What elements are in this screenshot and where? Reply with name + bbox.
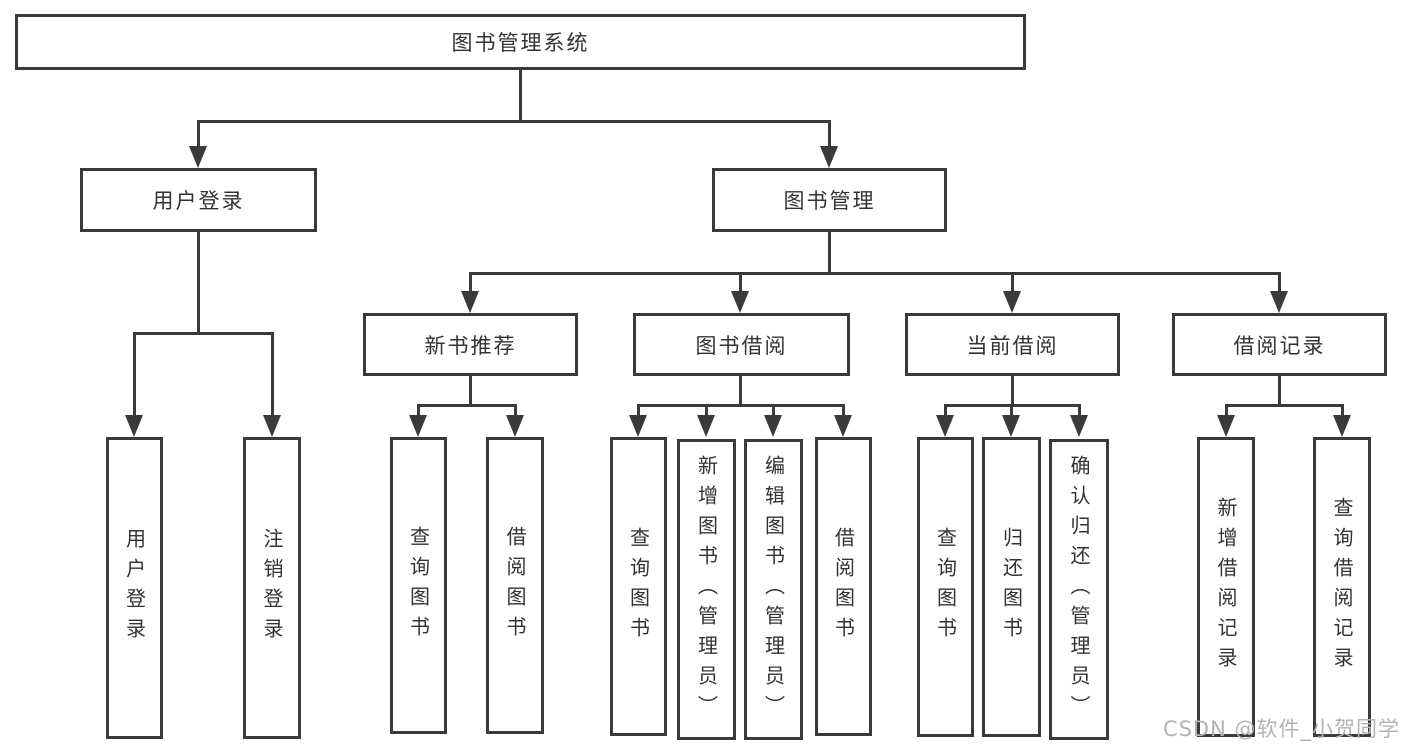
connector-arrow-shaft-br-query	[1341, 407, 1344, 415]
arrow-down-icon	[409, 415, 427, 437]
arrow-down-icon	[461, 291, 479, 313]
connector-current-borrow-stem	[1011, 376, 1014, 407]
node-user-login-label: 用户登录	[152, 189, 245, 213]
connector-arrow-shaft-bb-query	[637, 407, 640, 415]
node-leaf-cb-return-books-label: 归还图书	[999, 527, 1024, 647]
connector-borrow-records-hline	[1225, 404, 1344, 407]
arrow-down-icon	[820, 146, 838, 168]
arrow-down-icon	[834, 415, 852, 437]
node-leaf-cb-confirm-return-admin-label: 确认归还（管理员）	[1067, 454, 1091, 725]
node-leaf-bb-borrow-books-label: 借阅图书	[831, 526, 856, 647]
connector-borrow-records-stem	[1278, 376, 1281, 407]
node-leaf-nb-borrow-books: 借阅图书	[486, 437, 544, 734]
connector-arrow-shaft-cb-return	[1010, 407, 1013, 415]
connector-arrow-shaft-new-books	[469, 275, 472, 291]
node-leaf-logout-label: 注销登录	[260, 528, 284, 648]
connector-arrow-shaft-br-add	[1225, 407, 1228, 415]
node-current-borrow: 当前借阅	[905, 313, 1120, 376]
node-new-books: 新书推荐	[363, 313, 578, 376]
connector-arrow-shaft-bb-borrow	[842, 407, 845, 415]
node-book-mgmt: 图书管理	[712, 168, 947, 232]
arrow-down-icon	[731, 291, 749, 313]
connector-arrow-shaft-nb-query	[417, 407, 420, 415]
arrow-down-icon	[764, 415, 782, 437]
node-root: 图书管理系统	[15, 14, 1026, 70]
connector-new-books-stem	[469, 376, 472, 407]
connector-user-login-hline	[133, 332, 274, 335]
node-leaf-br-query-record: 查询借阅记录	[1313, 437, 1371, 737]
connector-level1-hline	[197, 120, 831, 123]
arrow-down-icon	[1333, 415, 1351, 437]
arrow-down-icon	[263, 415, 281, 437]
connector-arrow-shaft-book-borrow	[739, 275, 742, 291]
connector-arrow-shaft-bb-edit	[772, 407, 775, 415]
node-leaf-bb-query-books-label: 查询图书	[626, 526, 651, 647]
connector-arrow-shaft-current-borrow	[1011, 275, 1014, 291]
connector-arrow-shaft-borrow-records	[1278, 275, 1281, 291]
arrow-down-icon	[1270, 291, 1288, 313]
connector-arrow-shaft-cb-query	[944, 407, 947, 415]
node-leaf-cb-return-books: 归还图书	[982, 437, 1041, 737]
node-leaf-logout: 注销登录	[243, 437, 301, 739]
arrow-down-icon	[697, 415, 715, 437]
node-leaf-nb-query-books-label: 查询图书	[406, 525, 431, 646]
arrow-down-icon	[1002, 415, 1020, 437]
connector-book-borrow-hline	[637, 404, 845, 407]
connector-arrow-shaft-user-login	[197, 123, 200, 146]
connector-book-mgmt-stem	[828, 232, 831, 274]
connector-root-stem	[519, 70, 522, 123]
node-leaf-bb-borrow-books: 借阅图书	[815, 437, 872, 736]
node-leaf-br-add-record-label: 新增借阅记录	[1214, 497, 1238, 677]
connector-level3-hline	[469, 272, 1281, 275]
connector-current-borrow-hline	[944, 404, 1081, 407]
connector-arrow-shaft-leaf-logout	[271, 335, 274, 415]
connector-book-borrow-stem	[739, 376, 742, 407]
node-leaf-bb-edit-books-admin-label: 编辑图书（管理员）	[761, 454, 786, 725]
watermark-text: CSDN @软件_小贺同学	[1162, 717, 1400, 741]
node-leaf-user-login: 用户登录	[106, 437, 163, 739]
arrow-down-icon	[629, 415, 647, 437]
node-leaf-cb-confirm-return-admin: 确认归还（管理员）	[1049, 439, 1109, 740]
node-leaf-cb-query-books-label: 查询图书	[933, 527, 958, 647]
connector-user-login-stem	[197, 232, 200, 335]
node-borrow-records-label: 借阅记录	[1233, 333, 1326, 358]
node-leaf-bb-add-books-admin: 新增图书（管理员）	[677, 439, 736, 740]
node-book-mgmt-label: 图书管理	[783, 189, 876, 213]
node-new-books-label: 新书推荐	[424, 333, 517, 358]
arrow-down-icon	[125, 415, 143, 437]
node-book-borrow: 图书借阅	[633, 313, 850, 376]
arrow-down-icon	[1217, 415, 1235, 437]
arrow-down-icon	[506, 415, 524, 437]
node-leaf-user-login-label: 用户登录	[122, 528, 147, 648]
node-leaf-bb-add-books-admin-label: 新增图书（管理员）	[694, 454, 719, 725]
connector-new-books-hline	[417, 404, 517, 407]
node-book-borrow-label: 图书借阅	[695, 333, 788, 358]
node-leaf-bb-query-books: 查询图书	[610, 437, 667, 736]
connector-arrow-shaft-leaf-user-login	[133, 335, 136, 415]
node-leaf-bb-edit-books-admin: 编辑图书（管理员）	[744, 439, 803, 740]
arrow-down-icon	[1070, 415, 1088, 437]
arrow-down-icon	[936, 415, 954, 437]
arrow-down-icon	[189, 146, 207, 168]
node-current-borrow-label: 当前借阅	[966, 333, 1059, 358]
connector-arrow-shaft-bb-add	[705, 407, 708, 415]
arrow-down-icon	[1003, 291, 1021, 313]
connector-arrow-shaft-cb-confirm	[1078, 407, 1081, 415]
node-root-label: 图书管理系统	[451, 31, 590, 55]
node-leaf-br-query-record-label: 查询借阅记录	[1330, 497, 1354, 677]
node-leaf-nb-query-books: 查询图书	[390, 437, 447, 734]
node-borrow-records: 借阅记录	[1172, 313, 1387, 376]
node-user-login: 用户登录	[80, 168, 317, 232]
node-leaf-nb-borrow-books-label: 借阅图书	[503, 525, 527, 646]
node-leaf-br-add-record: 新增借阅记录	[1197, 437, 1255, 737]
node-leaf-cb-query-books: 查询图书	[917, 437, 974, 737]
connector-arrow-shaft-nb-borrow	[514, 407, 517, 415]
connector-arrow-shaft-book-mgmt	[828, 123, 831, 146]
